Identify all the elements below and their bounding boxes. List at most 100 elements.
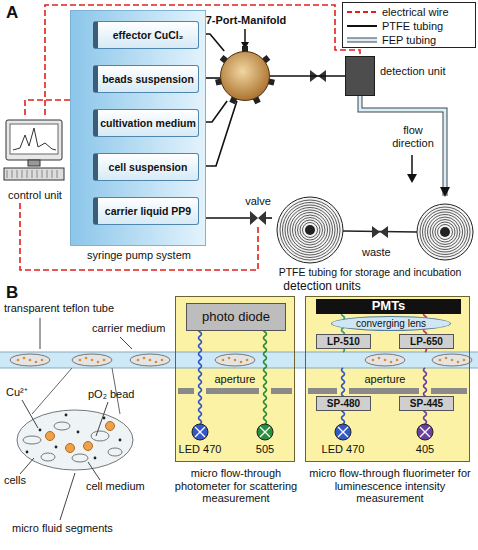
segment-dot <box>85 357 88 360</box>
segment-dot <box>390 361 393 364</box>
segment-dot <box>228 357 231 360</box>
part-label: pO₂ bead <box>88 388 134 401</box>
segment-dot <box>103 359 106 362</box>
led-label: 505 <box>256 443 274 456</box>
node-text: LP-510 <box>327 336 360 348</box>
coil-hub <box>305 225 315 235</box>
legend-row: electrical wire <box>347 5 471 19</box>
key <box>27 170 28 178</box>
syringe: beads suspension <box>93 65 199 93</box>
led-label: LED 470 <box>179 443 222 456</box>
node-text: control unit <box>3 189 67 202</box>
part-label: carrier medium <box>92 322 165 335</box>
coil-turn <box>300 220 320 240</box>
coil-turn <box>435 222 455 242</box>
segment <box>432 354 472 366</box>
segment-dot <box>149 359 152 362</box>
led-cross <box>195 427 205 437</box>
coil-turn <box>293 213 328 248</box>
segment-dot <box>439 359 442 362</box>
part-label: Cu²⁺ <box>6 386 28 399</box>
node-text: photo diode <box>202 310 270 325</box>
cell <box>108 448 122 456</box>
tubing <box>343 231 417 232</box>
manifold: 7-Port-Manifold <box>220 51 270 101</box>
waste-valve <box>372 226 388 238</box>
tubing-coils <box>277 197 473 263</box>
syringe: cultivation medium <box>93 109 199 137</box>
coil <box>417 204 473 260</box>
shortpass-filter: SP-480 <box>316 396 371 411</box>
key <box>17 170 18 178</box>
node-text: PTFE tubing for storage and incubation <box>262 266 478 278</box>
bead <box>66 444 75 453</box>
node-text: LP-650 <box>410 336 443 348</box>
segment-dot <box>451 359 454 362</box>
ion <box>119 439 122 442</box>
ion <box>26 451 29 454</box>
coil-turn <box>283 203 338 258</box>
screen <box>10 124 58 154</box>
connector <box>360 96 445 196</box>
syringe: effector CuCl₂ <box>93 21 199 49</box>
segment <box>72 354 112 366</box>
coil-turn <box>433 220 458 245</box>
coil-turn <box>285 205 335 255</box>
pmt-box: PMTs <box>316 299 461 314</box>
segment-dot <box>234 359 237 362</box>
segment <box>130 354 170 366</box>
panel-letter: B <box>6 283 18 303</box>
segment-content <box>23 414 122 462</box>
monitor-stand <box>28 160 40 166</box>
segment-dot <box>222 359 225 362</box>
part-label: transparent teflon tube <box>4 302 114 315</box>
control-unit: control unit <box>3 115 67 203</box>
node-text: cultivation medium <box>100 117 196 129</box>
connector <box>266 218 272 219</box>
segment-dot <box>91 359 94 362</box>
legend-text: PTFE tubing <box>382 20 443 33</box>
node-text: converging lens <box>356 318 426 330</box>
cell <box>91 431 109 441</box>
segment-dot <box>445 357 448 360</box>
segment <box>10 354 50 366</box>
aperture-label: aperture <box>215 373 256 386</box>
segment-dot <box>372 359 375 362</box>
bead <box>106 422 115 431</box>
key <box>37 170 38 178</box>
segment-dot <box>35 361 38 364</box>
shortpass-filter: SP-445 <box>399 396 454 411</box>
flow-arrow-head <box>407 174 417 183</box>
node-text: detection unit <box>380 65 470 78</box>
ion <box>94 457 97 460</box>
node-text: SP-445 <box>410 398 443 410</box>
coil-turn <box>420 207 470 257</box>
coil-hub <box>440 227 450 237</box>
light-beam <box>264 331 267 424</box>
segment-dot <box>155 361 158 364</box>
led <box>335 424 351 440</box>
syringe: cell suspension <box>93 153 199 181</box>
bead <box>46 432 55 441</box>
cell <box>54 422 70 430</box>
ion <box>55 446 58 449</box>
node-text: beads suspension <box>102 73 194 85</box>
legend-row: FEP tubing <box>347 33 471 47</box>
legend-sample <box>347 35 377 45</box>
ion <box>65 414 68 417</box>
legend-text: FEP tubing <box>382 34 436 47</box>
node-text: 7-Port-Manifold <box>203 14 289 27</box>
zoomed-segment <box>17 410 133 470</box>
segment-dot <box>384 359 387 362</box>
node-text: syringe pump system <box>71 249 207 262</box>
led <box>257 424 273 440</box>
fluorimeter-housing <box>305 296 470 462</box>
node-text: carrier liquid PP9 <box>105 205 191 217</box>
coil-turn <box>430 217 460 247</box>
keyboard <box>4 168 64 180</box>
zoom-line <box>32 368 72 414</box>
segment-dot <box>457 361 460 364</box>
segment-dot <box>240 361 243 364</box>
led <box>192 424 208 440</box>
node-text: SP-480 <box>327 398 360 410</box>
